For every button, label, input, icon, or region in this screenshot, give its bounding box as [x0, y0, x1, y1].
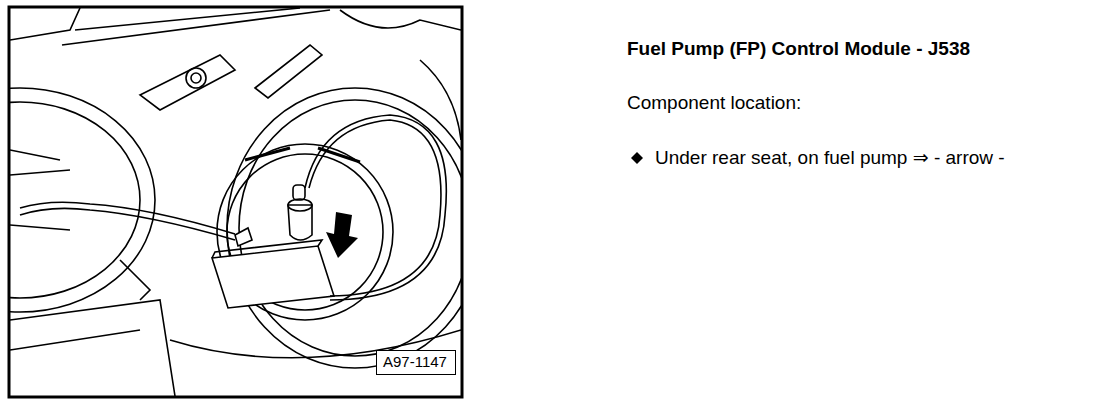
line-art	[10, 8, 461, 396]
figure-frame	[9, 7, 462, 397]
page-title: Fuel Pump (FP) Control Module - J538	[627, 38, 970, 60]
location-note: Under rear seat, on fuel pump ⇒ - arrow …	[655, 146, 1005, 169]
bullet-diamond	[631, 152, 643, 164]
section-heading: Component location:	[627, 92, 801, 114]
figure-number: A97-1147	[383, 353, 449, 370]
figure-number-box: A97-1147	[376, 350, 456, 375]
